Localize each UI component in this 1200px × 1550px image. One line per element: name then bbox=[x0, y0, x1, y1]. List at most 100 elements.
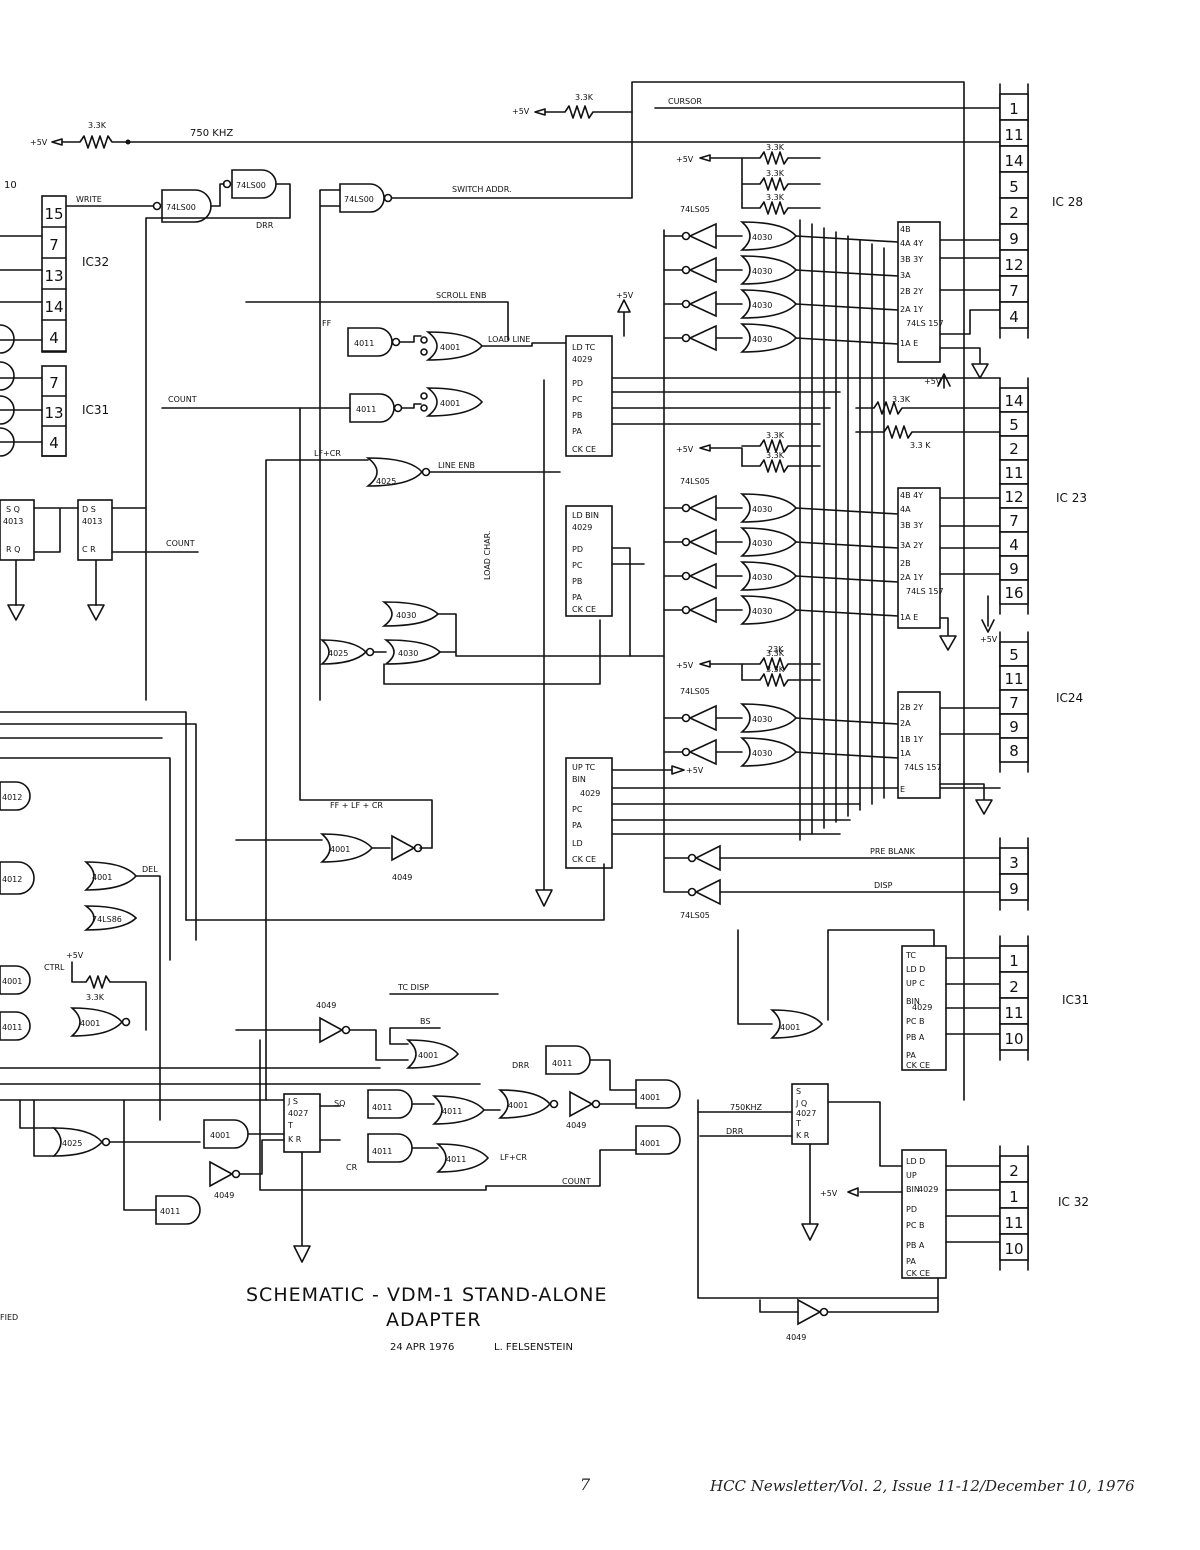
connector-pin-label: 7 bbox=[1009, 512, 1019, 530]
svg-text:4027: 4027 bbox=[288, 1109, 308, 1118]
svg-text:BIN: BIN bbox=[906, 997, 920, 1006]
inverter-bank-label: 74LS05 bbox=[680, 687, 710, 696]
title-block: SCHEMATIC - VDM-1 STAND-ALONE ADAPTER 24… bbox=[246, 1284, 607, 1353]
connector-pin-label: 11 bbox=[1004, 464, 1023, 482]
svg-text:3.3K: 3.3K bbox=[86, 993, 105, 1002]
connector-name-label: IC 28 bbox=[1052, 195, 1083, 209]
cursor-line: +5V 3.3K CURSOR SWITCH ADDR. bbox=[389, 81, 1001, 1101]
svg-text:74LS 157: 74LS 157 bbox=[906, 319, 944, 328]
svg-text:4001: 4001 bbox=[418, 1051, 438, 1060]
disp-label: DISP bbox=[874, 881, 893, 890]
svg-text:K R: K R bbox=[796, 1131, 810, 1140]
inverter-bank-label: 74LS05 bbox=[680, 477, 710, 486]
lf-cr-label: LF+CR bbox=[314, 449, 341, 458]
svg-text:PA: PA bbox=[906, 1257, 916, 1266]
xor-4030-gate bbox=[739, 527, 798, 557]
clk-750-label: 750KHZ bbox=[730, 1103, 763, 1112]
left-connector-pin-label: 15 bbox=[44, 205, 63, 223]
svg-text:BIN: BIN bbox=[572, 775, 586, 784]
plus5v-label: +5V bbox=[512, 107, 530, 116]
connector-name-label: IC 32 bbox=[1058, 1195, 1089, 1209]
xor-4030-gate bbox=[739, 493, 798, 523]
svg-text:2B 2Y: 2B 2Y bbox=[900, 287, 923, 296]
count-bar-label: COUNT bbox=[166, 539, 195, 548]
svg-text:PA: PA bbox=[906, 1051, 916, 1060]
connector-pin-box bbox=[999, 997, 1029, 1025]
svg-text:CK CE: CK CE bbox=[906, 1061, 930, 1070]
svg-text:4001: 4001 bbox=[780, 1023, 800, 1032]
left-connector-pin-label: 7 bbox=[49, 236, 59, 254]
svg-text:T: T bbox=[287, 1121, 293, 1130]
svg-text:74LS86: 74LS86 bbox=[92, 915, 122, 924]
connector-pin-label: 1 bbox=[1009, 100, 1019, 118]
resistor-label: 3.3K bbox=[88, 121, 107, 130]
connector-pin-box bbox=[999, 1023, 1029, 1051]
left-connector-ic32-label: IC32 bbox=[82, 255, 109, 269]
svg-text:4A: 4A bbox=[900, 505, 911, 514]
svg-text:4011: 4011 bbox=[372, 1103, 392, 1112]
counters-4029: LD TC 4029 PD PC PB PA CK CE LD BIN 4029… bbox=[185, 291, 1001, 921]
svg-text:4025: 4025 bbox=[328, 649, 348, 658]
svg-text:3.3K: 3.3K bbox=[766, 665, 785, 674]
xor-4030-gate bbox=[739, 323, 798, 353]
load-line-label: LOAD LINE bbox=[488, 335, 530, 344]
svg-text:1A: 1A bbox=[900, 749, 911, 758]
svg-text:4029: 4029 bbox=[572, 523, 592, 532]
connector-name-label: IC24 bbox=[1056, 691, 1083, 705]
svg-text:4001: 4001 bbox=[440, 399, 460, 408]
bs-label: BS bbox=[420, 1017, 430, 1026]
svg-text:+5V: +5V bbox=[820, 1189, 838, 1198]
svg-text:3.3K: 3.3K bbox=[766, 193, 785, 202]
xor-4030-gate bbox=[739, 595, 798, 625]
svg-text:4049: 4049 bbox=[316, 1001, 336, 1010]
svg-text:CK CE: CK CE bbox=[572, 855, 596, 864]
svg-text:PC B: PC B bbox=[906, 1017, 924, 1026]
connector-pin-box bbox=[999, 1207, 1029, 1235]
svg-text:PA: PA bbox=[572, 821, 582, 830]
connector-pin-label: 7 bbox=[1009, 282, 1019, 300]
xor-4030-gate bbox=[739, 737, 798, 767]
svg-text:74LS00: 74LS00 bbox=[236, 181, 266, 190]
svg-text:R Q: R Q bbox=[6, 545, 20, 554]
svg-text:74LS 157: 74LS 157 bbox=[904, 763, 942, 772]
connector-pin-label: 4 bbox=[1009, 308, 1019, 326]
svg-text:E: E bbox=[900, 785, 905, 794]
svg-text:4B: 4B bbox=[900, 225, 911, 234]
connector-pin-box bbox=[999, 665, 1029, 691]
svg-text:4011: 4011 bbox=[446, 1155, 466, 1164]
ff-lf-cr-logic: FF + LF + CR 4001 4049 bbox=[235, 801, 433, 882]
plus5v-label: +5V bbox=[30, 138, 48, 147]
svg-text:S: S bbox=[796, 1087, 801, 1096]
svg-text:J S: J S bbox=[287, 1097, 298, 1106]
svg-text:4029: 4029 bbox=[912, 1003, 932, 1012]
svg-text:3B 3Y: 3B 3Y bbox=[900, 521, 923, 530]
svg-text:3.3K: 3.3K bbox=[766, 451, 785, 460]
connector-pin-box bbox=[999, 459, 1029, 485]
svg-text:74LS 157: 74LS 157 bbox=[906, 587, 944, 596]
connector-pin-box bbox=[999, 555, 1029, 581]
connector-pin-label: 5 bbox=[1009, 416, 1019, 434]
connector-pin-label: 2 bbox=[1009, 1162, 1019, 1180]
connector-pin-box bbox=[999, 249, 1029, 277]
svg-text:3.3K: 3.3K bbox=[766, 649, 785, 658]
svg-text:TC: TC bbox=[905, 951, 916, 960]
blank-disp-drivers: PRE BLANK DISP 74LS05 bbox=[663, 229, 1001, 920]
edge-fragment-bottom: FIED bbox=[0, 1313, 18, 1322]
svg-text:4001: 4001 bbox=[640, 1093, 660, 1102]
drr-label-3: DRR bbox=[726, 1127, 744, 1136]
svg-text:4012: 4012 bbox=[2, 875, 22, 884]
svg-text:4029: 4029 bbox=[572, 355, 592, 364]
inverter-74ls05-gate bbox=[688, 324, 717, 352]
svg-text:4013: 4013 bbox=[3, 517, 23, 526]
drr-label-2: DRR bbox=[512, 1061, 530, 1070]
xor-4030-mid: 4030 4030 4025 bbox=[319, 601, 665, 685]
connector-pin-label: 14 bbox=[1004, 392, 1023, 410]
svg-text:4001: 4001 bbox=[92, 873, 112, 882]
svg-text:4001: 4001 bbox=[330, 845, 350, 854]
connector-pin-box bbox=[999, 275, 1029, 303]
scroll-enb-label: SCROLL ENB bbox=[436, 291, 487, 300]
svg-text:3.3K: 3.3K bbox=[766, 431, 785, 440]
svg-text:PC: PC bbox=[572, 395, 583, 404]
